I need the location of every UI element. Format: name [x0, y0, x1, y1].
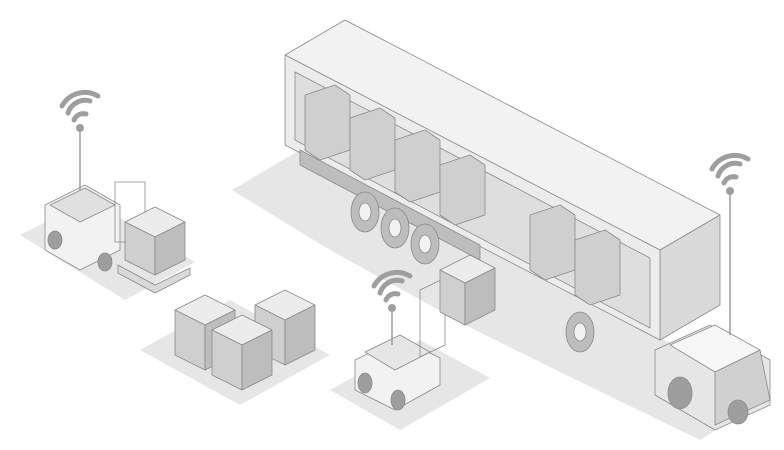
wifi-signal-icon: [59, 89, 101, 123]
trailer-wheels: [350, 191, 595, 353]
pallet-boxes-icon: [439, 254, 496, 326]
autonomous-forklift-icon: [44, 181, 191, 294]
autonomous-forklift-icon: [354, 254, 496, 411]
pallet-boxes-icon: [174, 289, 316, 391]
wifi-signal-icon: [371, 269, 413, 303]
autonomous-truck-icon: [654, 324, 771, 431]
truck-trailer: [284, 19, 721, 353]
pallet-boxes-icon: [117, 206, 191, 294]
wifi-signal-icon: [709, 152, 751, 186]
